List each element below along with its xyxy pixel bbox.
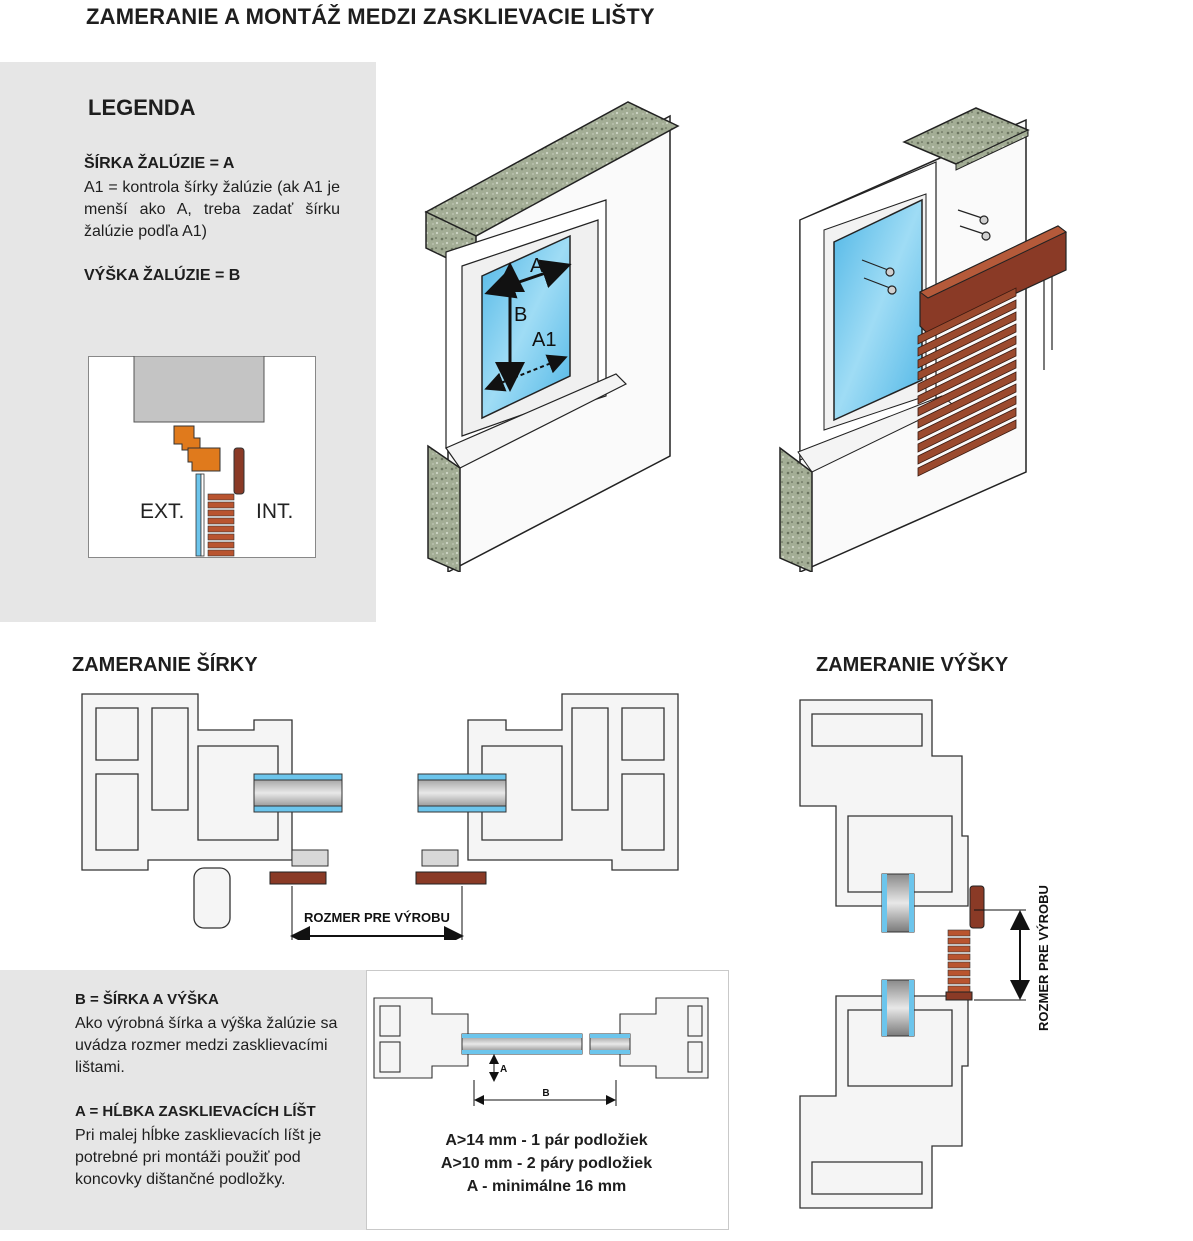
height-section-heading: ZAMERANIE VÝŠKY (816, 654, 1009, 676)
b-note-text: Ako výrobná šírka a výška žalúzie sa uvá… (75, 1015, 338, 1076)
a-note-label: A = HĹBKA ZASKLIEVACÍCH LÍŠT (75, 1103, 316, 1120)
dim-a-label: A (530, 255, 544, 277)
dim-b-label: B (514, 304, 527, 326)
height-dimension-label: ROZMER PRE VÝROBU (1036, 885, 1051, 1031)
height-label: VÝŠKA ŽALÚZIE = B (84, 267, 241, 284)
width-dimension-label: ROZMER PRE VÝROBU (304, 910, 450, 925)
width-description: A1 = kontrola šírky žalúzie (ak A1 je me… (84, 179, 340, 240)
int-label: INT. (256, 500, 293, 523)
rule-line-3: A - minimálne 16 mm (466, 1178, 627, 1195)
window-measurement-diagram: A B A1 (424, 101, 680, 572)
bracket-section-diagram: EXT. INT. (88, 356, 316, 558)
height-profile-diagram: ROZMER PRE VÝROBU (799, 699, 1051, 1209)
notes-panel (0, 970, 366, 1230)
depth-profile-diagram: A B (373, 997, 709, 1106)
legend-heading: LEGENDA (88, 95, 196, 120)
depth-a-label: A (500, 1064, 507, 1075)
b-note-label: B = ŠÍRKA A VÝŠKA (75, 991, 219, 1008)
window-installation-diagram (779, 107, 1067, 572)
a-note-text: Pri malej hĺbke zasklievacích líšt je po… (75, 1127, 322, 1188)
width-profile-diagram: ROZMER PRE VÝROBU (81, 693, 679, 940)
depth-b-label: B (542, 1088, 549, 1099)
page-title: ZAMERANIE A MONTÁŽ MEDZI ZASKLIEVACIE LI… (86, 4, 655, 29)
ext-label: EXT. (140, 500, 184, 523)
width-label: ŠÍRKA ŽALÚZIE = A (84, 155, 235, 172)
rule-line-1: A>14 mm - 1 pár podložiek (445, 1132, 648, 1149)
rule-line-2: A>10 mm - 2 páry podložiek (440, 1155, 653, 1172)
width-section-heading: ZAMERANIE ŠÍRKY (72, 654, 258, 676)
dim-a1-label: A1 (532, 329, 556, 351)
